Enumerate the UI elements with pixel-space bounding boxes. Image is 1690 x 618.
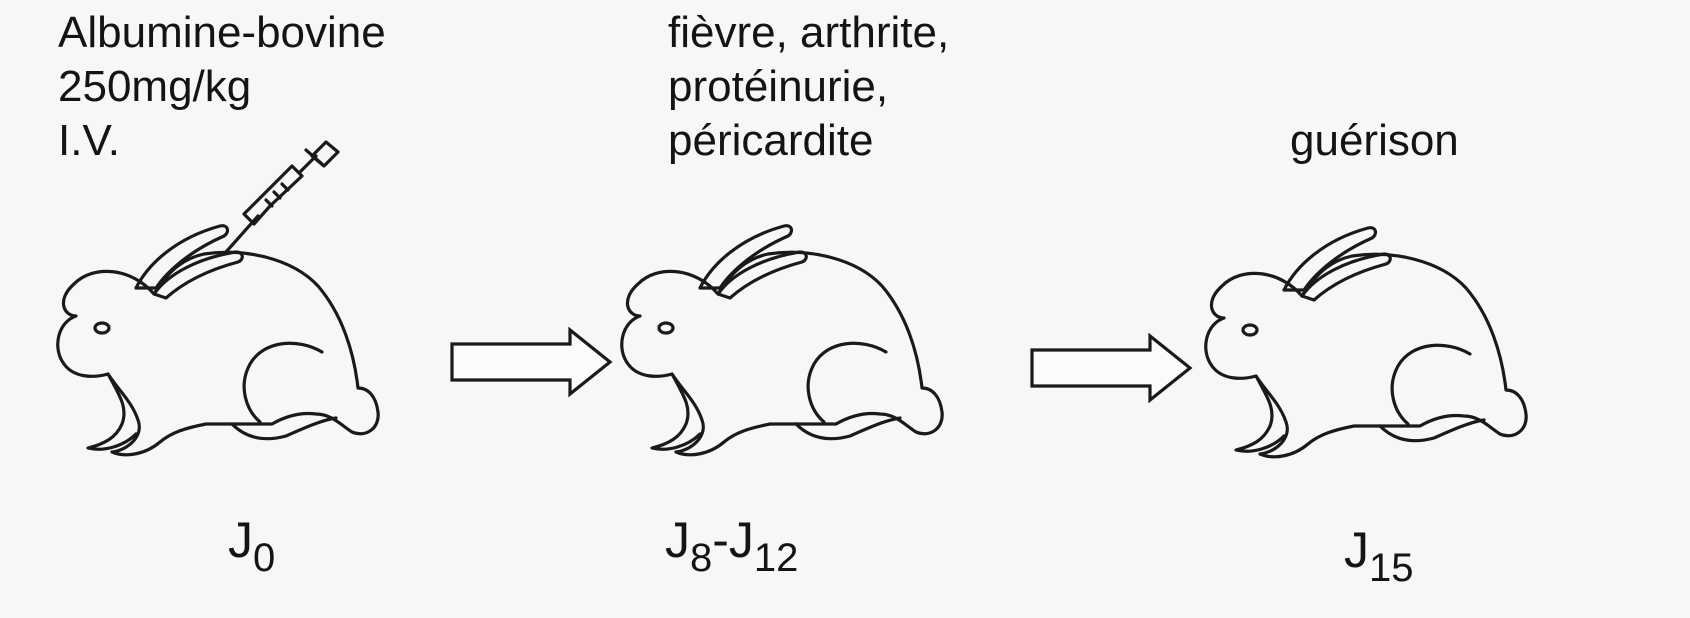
annotation-line: 250mg/kg: [58, 60, 386, 114]
day-label: J0: [228, 510, 275, 574]
day-letter: J: [1344, 522, 1369, 578]
rabbit-icon: [58, 226, 378, 455]
day-separator: -J: [712, 512, 754, 568]
day-subscript: 8: [690, 536, 712, 580]
right-arrow-icon: [452, 330, 610, 394]
day-letter: J: [665, 512, 690, 568]
rabbit-icon: [1206, 228, 1526, 457]
symptoms-annotation: fièvre, arthrite, protéinurie, péricardi…: [668, 6, 949, 168]
day-subscript: 0: [253, 536, 275, 580]
right-arrow-icon: [1032, 336, 1190, 400]
day-subscript: 15: [1369, 546, 1414, 590]
day-subscript: 12: [754, 536, 799, 580]
rabbit-icon: [622, 226, 942, 455]
day-label: J15: [1344, 520, 1414, 584]
day-label: J8-J12: [665, 510, 798, 574]
injection-annotation: Albumine-bovine 250mg/kg I.V.: [58, 6, 386, 168]
annotation-line: Albumine-bovine: [58, 6, 386, 60]
annotation-line: protéinurie,: [668, 60, 949, 114]
annotation-line: fièvre, arthrite,: [668, 6, 949, 60]
annotation-line: I.V.: [58, 114, 386, 168]
healing-annotation: guérison: [1290, 114, 1459, 168]
annotation-line: guérison: [1290, 114, 1459, 168]
annotation-line: péricardite: [668, 114, 949, 168]
day-letter: J: [228, 512, 253, 568]
